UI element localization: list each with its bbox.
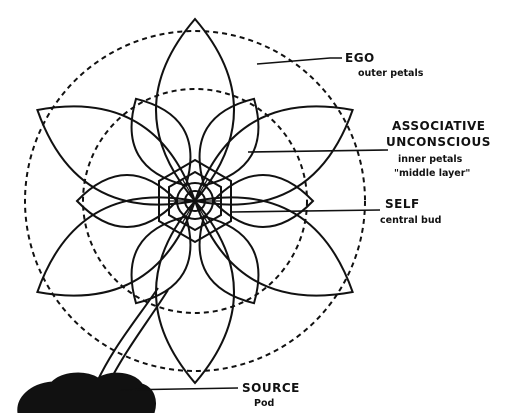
associative-title-2: UNCONSCIOUS <box>386 135 491 149</box>
bud-line <box>182 178 195 201</box>
bud-line <box>195 201 208 224</box>
ego-sub: outer petals <box>358 68 424 79</box>
associative-sub-1: inner petals <box>398 154 463 165</box>
self-title: SELF <box>385 197 420 211</box>
associative-sub-2: "middle layer" <box>394 168 470 179</box>
ego-leader <box>257 58 342 64</box>
bud-line <box>195 178 208 201</box>
self-leader <box>232 210 380 212</box>
source-title: SOURCE <box>242 381 300 395</box>
source-sub: Pod <box>254 398 274 409</box>
bud-lines <box>169 178 221 223</box>
associative-title-1: ASSOCIATIVE <box>392 119 486 133</box>
associative-leader <box>248 150 388 152</box>
outer-petal <box>156 19 234 201</box>
outer-petal <box>37 106 195 204</box>
central-bud <box>159 160 231 242</box>
source-pod <box>18 373 156 413</box>
bud-line <box>182 201 195 224</box>
ego-title: EGO <box>345 51 375 65</box>
self-sub: central bud <box>380 215 441 226</box>
